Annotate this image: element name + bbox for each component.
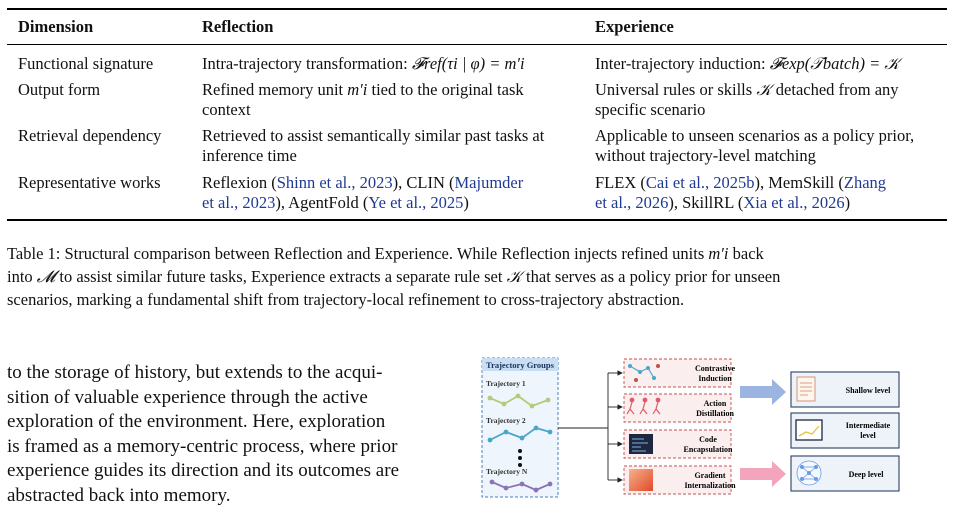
trajectory-label: Trajectory 2 (486, 416, 526, 425)
citation-link[interactable]: et al., 2023 (202, 193, 276, 212)
table-cell-experience: Applicable to unseen scenarios as a poli… (595, 126, 915, 165)
code-window-icon (629, 434, 653, 454)
citation-link[interactable]: Shinn et al., 2023 (276, 173, 393, 192)
table-header-experience: Experience (595, 17, 674, 36)
memory-exploration-diagram: Trajectory Groups Trajectory 1 Trajector… (481, 357, 900, 498)
table-cell-experience: Inter-trajectory induction: 𝓕exp(𝒯batch)… (595, 54, 900, 73)
method-action-distillation: Action Distillation (623, 393, 734, 423)
table-cell-reflection: Reflexion (Shinn et al., 2023), CLIN (Ma… (202, 173, 524, 212)
table-header-rule (7, 44, 947, 45)
trajectory-label: Trajectory N (486, 467, 528, 476)
chart-window-icon (795, 419, 823, 441)
svg-text:level: level (860, 431, 876, 440)
citation-link[interactable]: Ye et al., 2025 (368, 193, 464, 212)
citation-link[interactable]: Majumder (454, 173, 524, 192)
table-header-dimension: Dimension (18, 17, 94, 36)
svg-text:Code: Code (699, 435, 717, 444)
svg-text:Encapsulation: Encapsulation (684, 445, 733, 454)
gradient-heatmap-icon (629, 469, 653, 491)
svg-text:Action: Action (704, 399, 727, 408)
table-top-rule (7, 8, 947, 10)
trajectory-groups-panel: Trajectory Groups Trajectory 1 Trajector… (481, 357, 559, 498)
table-header-reflection: Reflection (202, 17, 274, 36)
svg-text:Internalization: Internalization (684, 481, 736, 490)
experience-formula: 𝓕exp(𝒯batch) = 𝒦 (769, 54, 900, 73)
trajectory-label: Trajectory 1 (486, 379, 526, 388)
document-icon (796, 376, 816, 402)
method-contrastive-induction: Contrastive Induction (623, 358, 735, 388)
table-cell-dimension: Representative works (18, 173, 161, 192)
running-figures-icon (626, 397, 661, 415)
table-cell-reflection: Retrieved to assist semantically similar… (202, 126, 545, 165)
table-cell-dimension: Output form (18, 80, 101, 99)
method-gradient-internalization: Gradient Internalization (623, 465, 736, 495)
level-shallow: Shallow level (790, 371, 900, 408)
table-bottom-rule (7, 219, 947, 221)
svg-text:Distillation: Distillation (696, 409, 734, 418)
citation-link[interactable]: Zhang (843, 173, 887, 192)
svg-text:Induction: Induction (698, 374, 732, 383)
citation-link[interactable]: Cai et al., 2025b (645, 173, 755, 192)
body-paragraph: to the storage of history, but extends t… (7, 362, 400, 506)
connector-lines (558, 370, 623, 483)
blue-arrow (740, 379, 786, 405)
svg-text:Gradient: Gradient (694, 471, 725, 480)
contrastive-graph-icon (628, 364, 660, 382)
table-caption: Table 1: Structural comparison between R… (7, 244, 781, 309)
table-cell-dimension: Functional signature (18, 54, 154, 73)
svg-text:Shallow level: Shallow level (846, 386, 891, 395)
svg-text:Deep level: Deep level (849, 470, 885, 479)
table-cell-experience: Universal rules or skills 𝒦 detached fro… (595, 80, 899, 119)
table-cell-reflection: Intra-trajectory transformation: 𝓕ref(τi… (202, 54, 525, 73)
level-deep: Deep level (790, 455, 900, 492)
neural-network-icon (796, 460, 822, 486)
reflection-formula: 𝓕ref(τi | φ) = m′i (411, 54, 525, 73)
pink-arrow (740, 461, 786, 487)
citation-link[interactable]: Xia et al., 2026 (743, 193, 845, 212)
ellipsis-dots (518, 449, 522, 467)
method-code-encapsulation: Code Encapsulation (623, 429, 733, 459)
citation-link[interactable]: et al., 2026 (595, 193, 669, 212)
table-cell-dimension: Retrieval dependency (18, 126, 162, 145)
trajectory-groups-title: Trajectory Groups (486, 360, 555, 370)
svg-text:Contrastive: Contrastive (695, 364, 735, 373)
level-intermediate: Intermediate level (790, 412, 900, 449)
table-cell-reflection: Refined memory unit m′i tied to the orig… (202, 80, 524, 119)
svg-text:Intermediate: Intermediate (846, 421, 891, 430)
table-cell-experience: FLEX (Cai et al., 2025b), MemSkill (Zhan… (595, 173, 887, 212)
